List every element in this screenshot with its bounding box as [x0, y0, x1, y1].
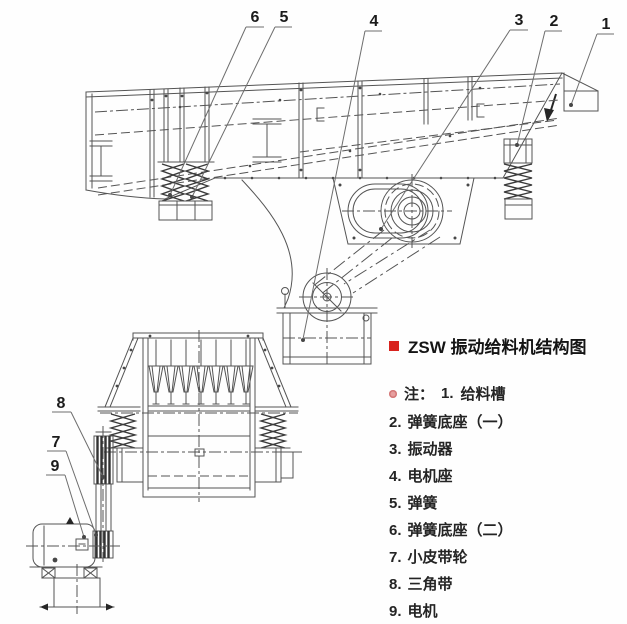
right-spring-assembly: [503, 138, 533, 220]
legend-item-2: 2. 弹簧底座（一）: [389, 414, 587, 431]
legend-item-3-text: 振动器: [407, 441, 453, 458]
left-spring-assembly: [158, 163, 213, 221]
legend-item-5: 5. 弹簧: [389, 495, 587, 512]
belt-drive: [26, 426, 120, 614]
rivet-dots: [150, 86, 497, 180]
legend-item-3: 3. 振动器: [389, 441, 587, 458]
callout-3: 3: [515, 12, 524, 29]
legend-title: ZSW 振动给料机结构图: [408, 338, 587, 357]
legend-item-6-num: 6.: [389, 522, 402, 539]
hopper: [97, 332, 299, 491]
legend-item-9-text: 电机: [407, 603, 438, 620]
motor-seat: [276, 268, 378, 365]
legend-item-4-text: 电机座: [407, 468, 453, 485]
legend-item-7-text: 小皮带轮: [407, 549, 468, 566]
legend-item-4: 4. 电机座: [389, 468, 587, 485]
pink-dot-bullet-icon: [389, 389, 397, 398]
legend-item-7-num: 7.: [389, 549, 402, 566]
legend-item-1-num: 1.: [441, 385, 454, 402]
legend-item-3-num: 3.: [389, 441, 402, 458]
legend-item-4-num: 4.: [389, 468, 402, 485]
legend-item-2-text: 弹簧底座（一）: [407, 414, 513, 431]
legend-item-8: 8. 三角带: [389, 576, 587, 593]
legend-item-9-num: 9.: [389, 603, 402, 620]
legend-item-6: 6. 弹簧底座（二）: [389, 522, 587, 539]
grizzly-fingers: [147, 339, 254, 412]
front-view-drawing: [26, 330, 302, 614]
callout-5: 5: [280, 9, 289, 26]
legend-item-1-text: 给料槽: [460, 386, 506, 403]
legend: ZSW 振动给料机结构图 注： 1. 给料槽 2. 弹簧底座（一） 3. 振动器…: [389, 333, 587, 620]
legend-item-5-text: 弹簧: [407, 495, 438, 512]
legend-items: 2. 弹簧底座（一） 3. 振动器 4. 电机座 5. 弹簧 6. 弹簧底座（二…: [389, 414, 587, 620]
legend-item-9: 9. 电机: [389, 603, 587, 620]
callout-4: 4: [370, 13, 379, 30]
vibrator: [332, 174, 475, 248]
callout-6: 6: [251, 9, 260, 26]
callout-7: 7: [52, 434, 61, 451]
legend-item-8-text: 三角带: [407, 576, 453, 593]
callout-2: 2: [550, 13, 559, 30]
legend-note-row: 注： 1. 给料槽: [389, 383, 587, 404]
drive-belt-side: [241, 179, 441, 309]
drum-body: [104, 330, 302, 502]
legend-item-6-text: 弹簧底座（二）: [407, 522, 513, 539]
leader-lines: [46, 26, 614, 539]
callout-1: 1: [602, 16, 611, 33]
side-view-drawing: [85, 72, 599, 365]
legend-title-row: ZSW 振动给料机结构图: [389, 333, 587, 358]
front-springs: [100, 412, 298, 449]
legend-item-5-num: 5.: [389, 495, 402, 512]
callout-8: 8: [57, 395, 66, 412]
legend-item-2-num: 2.: [389, 414, 402, 431]
feed-trough: [85, 72, 599, 200]
legend-item-7: 7. 小皮带轮: [389, 549, 587, 566]
callout-9: 9: [51, 458, 60, 475]
legend-item-8-num: 8.: [389, 576, 402, 593]
note-label: 注：: [404, 386, 435, 403]
red-square-bullet-icon: [389, 340, 399, 351]
callout-numbers: 6 5 4 3 2 1 8 7 9: [51, 9, 611, 475]
